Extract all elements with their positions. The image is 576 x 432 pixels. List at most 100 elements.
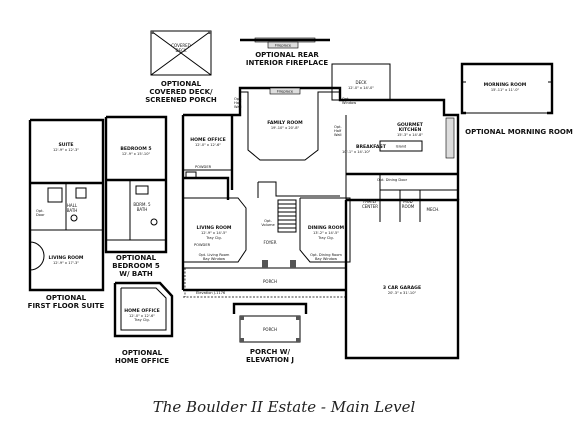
optional-rear-fireplace: Fireplace OPTIONAL REAR INTERIOR FIREPLA… <box>240 37 330 67</box>
living-room-dim: 12'-9" x 14'-5" <box>201 231 227 235</box>
family-room-dim: 19'-10" x 20'-8" <box>271 126 300 130</box>
elevation-note: Elevation J-1176 <box>196 291 226 295</box>
breakfast-name: BREAKFAST <box>356 144 387 150</box>
opt-covered-deck-caption-3: SCREENED PORCH <box>145 96 217 104</box>
covered-deck-label-2: DECK <box>175 48 186 53</box>
kitchen-name-1: GOURMET <box>397 122 424 128</box>
opt-office-note: Tray Clg. <box>133 318 150 322</box>
opt-volume-2: Volume <box>261 223 275 227</box>
fireplace-top-label: Fireplace <box>275 44 292 48</box>
garage-name: 3 CAR GARAGE <box>383 285 421 291</box>
suite-dim: 12'-9" x 12'-3" <box>53 148 79 152</box>
opt-half-wall-1c: Wall <box>234 105 242 109</box>
living-room-name: LIVING ROOM <box>196 225 231 231</box>
porch-j-caption-1: PORCH W/ <box>250 348 291 356</box>
bdrm5-bath-2: BATH <box>137 207 148 212</box>
covered-deck-label-1: COVERED <box>171 43 191 48</box>
home-office-name: HOME OFFICE <box>190 137 225 143</box>
suite-shower <box>75 187 87 199</box>
bdrm5-toilet <box>150 218 158 226</box>
suite-toilet <box>70 214 78 222</box>
optional-home-office-plan: HOME OFFICE 12'-0" x 12'-6" Tray Clg. OP… <box>113 281 174 365</box>
kitchen-island <box>379 140 423 152</box>
opt-living-bay-2: Bay Window <box>203 257 225 261</box>
opt-rear-fireplace-caption-2: INTERIOR FIREPLACE <box>246 59 328 67</box>
opt-office-caption-1: OPTIONAL <box>122 349 163 357</box>
opt-half-wall-2b: Half <box>334 129 342 133</box>
optional-morning-room: MORNING ROOM 15'-11" x 11'-0" OPTIONAL M… <box>460 62 573 136</box>
suite-bay <box>29 241 45 271</box>
suite-living-dim: 12'-9" x 17'-3" <box>53 261 79 265</box>
bedroom5-dim: 12'-9" x 15'-10" <box>122 152 151 156</box>
opt-half-wall-1b: Half <box>234 101 242 105</box>
opt-covered-deck-caption-1: OPTIONAL <box>161 80 202 88</box>
opt-dining-door: Opt. Dining Door <box>377 178 408 182</box>
dining-room-note: Tray Clg. <box>317 236 334 240</box>
hall-bath-2: BATH <box>67 208 78 213</box>
opt-bedroom5-caption-2: BEDROOM 5 <box>112 262 160 270</box>
mud-room-2: ROOM <box>402 204 415 209</box>
opt-office-dim: 12'-0" x 12'-6" <box>129 314 155 318</box>
powder-top: POWDER <box>195 165 212 169</box>
island-label: Island <box>396 145 407 149</box>
kitchen-dim: 15'-3" x 14'-8" <box>397 133 423 137</box>
garage-dim: 20'-3" x 31'-10" <box>388 291 417 295</box>
opt-bedroom5-caption-1: OPTIONAL <box>116 254 157 262</box>
opt-window-b: Window <box>342 101 356 105</box>
kitchen-counter <box>445 117 455 159</box>
suite-living-name: LIVING ROOM <box>48 255 83 261</box>
stairs <box>277 199 297 233</box>
optional-first-floor-suite: SUITE 12'-9" x 12'-3" HALL BATH Opt. Doo… <box>28 118 105 310</box>
fireplace-fr-label: Fireplace <box>277 90 294 94</box>
mud-room-1: MUD <box>403 199 412 204</box>
kitchen-name-2: KITCHEN <box>399 127 422 133</box>
opt-office-caption-2: HOME OFFICE <box>115 357 169 365</box>
porch-label: PORCH <box>263 279 277 284</box>
family-center-1: FAMILY <box>363 199 377 204</box>
home-office-dim: 12'-0" x 12'-6" <box>195 143 221 147</box>
opt-suite-caption-2: FIRST FLOOR SUITE <box>28 302 105 310</box>
deck: DECK 12'-0" x 14'-0" <box>331 63 391 101</box>
bedroom5-name: BEDROOM 5 <box>120 146 151 152</box>
suite-tub <box>47 187 63 203</box>
opt-half-wall-1a: Opt. <box>234 97 242 101</box>
opt-half-wall-2a: Opt. <box>334 125 342 129</box>
opt-morning-room-caption: OPTIONAL MORNING ROOM <box>465 128 573 136</box>
bdrm5-bath-1: BDRM. 5 <box>133 202 151 207</box>
opt-dining-bay-1: Opt. Dining Room <box>310 253 342 257</box>
family-center-2: CENTER <box>362 204 378 209</box>
family-room-fireplace <box>269 87 301 95</box>
opt-bedroom5-caption-3: W/ BATH <box>119 270 153 278</box>
dining-room-name: DINING ROOM <box>308 225 345 231</box>
porch-j-caption-2: ELEVATION J <box>246 356 294 364</box>
opt-living-bay-1: Opt. Living Room <box>199 253 230 257</box>
bdrm5-tub <box>135 185 149 195</box>
optional-bedroom-5: BEDROOM 5 12'-9" x 15'-10" BDRM. 5 BATH … <box>104 115 168 278</box>
opt-half-wall-2c: Wall <box>334 133 342 137</box>
suite-name: SUITE <box>58 142 73 148</box>
breakfast-dim: 10'-1" x 14'-10" <box>342 150 371 154</box>
living-room-note: Tray Clg. <box>205 236 222 240</box>
opt-volume-1: Opt. <box>264 219 272 223</box>
deck-dim: 12'-0" x 14'-0" <box>348 86 374 90</box>
powder-fixture <box>185 171 197 179</box>
opt-door-2: Door <box>36 213 45 217</box>
opt-dining-bay-2: Bay Window <box>315 257 337 261</box>
deck-name: DECK <box>355 80 366 85</box>
powder-bottom: POWDER <box>194 243 211 247</box>
porch-elevation-j: PORCH PORCH W/ ELEVATION J <box>232 302 308 364</box>
hall-bath-1: HALL <box>67 203 78 208</box>
opt-suite-caption-1: OPTIONAL <box>46 294 87 302</box>
mech-label: MECH. <box>427 207 440 212</box>
foyer-label: FOYER <box>264 240 277 245</box>
optional-covered-deck: COVERED DECK OPTIONAL COVERED DECK/ SCRE… <box>145 30 217 104</box>
opt-covered-deck-caption-2: COVERED DECK/ <box>149 88 213 96</box>
morning-room-name: MORNING ROOM <box>484 82 527 88</box>
opt-window-a: Opt. <box>342 97 350 101</box>
porch-j-label: PORCH <box>263 327 277 332</box>
dining-room-dim: 13'-2" x 14'-5" <box>313 231 339 235</box>
plan-title: The Boulder II Estate - Main Level <box>153 398 416 416</box>
family-room-name: FAMILY ROOM <box>267 120 303 126</box>
morning-room-dim: 15'-11" x 11'-0" <box>491 88 520 92</box>
